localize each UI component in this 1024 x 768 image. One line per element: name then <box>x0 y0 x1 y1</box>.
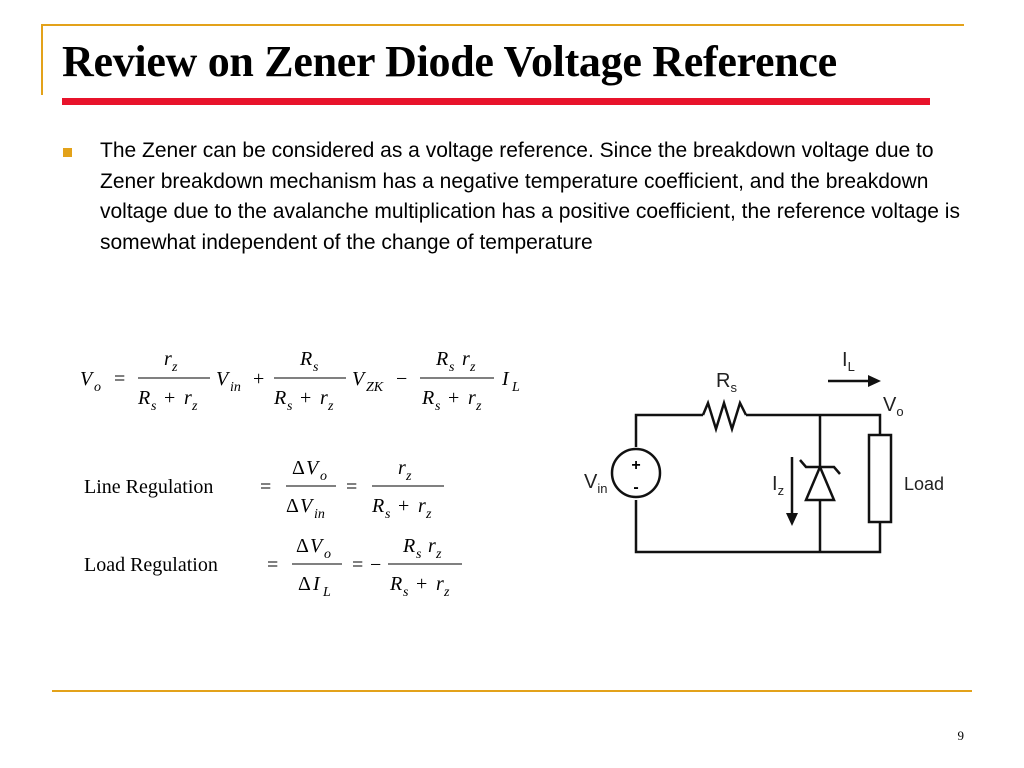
svg-text:z: z <box>435 547 442 562</box>
zener-diode-icon <box>799 459 841 502</box>
vo-label: Vo <box>883 394 904 419</box>
svg-text:R: R <box>137 387 150 409</box>
bullet-square-icon <box>63 148 72 157</box>
svg-text:z: z <box>469 360 476 375</box>
svg-text:o: o <box>320 469 327 484</box>
svg-text:r: r <box>468 387 476 409</box>
svg-text:z: z <box>191 399 198 414</box>
svg-text:Δ: Δ <box>286 495 299 517</box>
svg-text:=: = <box>267 554 278 576</box>
svg-text:−: − <box>396 368 407 390</box>
svg-text:=: = <box>114 368 125 390</box>
svg-text:+: + <box>448 387 459 409</box>
svg-text:r: r <box>418 495 426 517</box>
svg-text:s: s <box>385 507 391 522</box>
rs-label: Rs <box>716 370 737 395</box>
svg-text:+: + <box>416 573 427 595</box>
slide-title: Review on Zener Diode Voltage Reference <box>62 37 837 86</box>
svg-text:r: r <box>184 387 192 409</box>
svg-text:+: + <box>631 457 640 474</box>
svg-text:z: z <box>171 360 178 375</box>
svg-text:Δ: Δ <box>296 535 309 557</box>
svg-text:R: R <box>435 348 448 370</box>
output-voltage-equation: V o = r z R s + r z V in + R s R s + r z… <box>80 348 520 414</box>
svg-text:=: = <box>260 476 271 498</box>
svg-text:r: r <box>428 535 436 557</box>
left-frame-line <box>41 24 43 95</box>
equations-block: V o = r z R s + r z V in + R s R s + r z… <box>70 335 550 615</box>
svg-text:+: + <box>398 495 409 517</box>
load-regulation-equation: Load Regulation = Δ V o Δ I L = − R s r … <box>84 535 462 600</box>
svg-text:R: R <box>273 387 286 409</box>
svg-text:z: z <box>425 507 432 522</box>
svg-text:z: z <box>443 585 450 600</box>
load-regulation-label: Load Regulation <box>84 554 218 576</box>
svg-text:r: r <box>320 387 328 409</box>
svg-text:r: r <box>436 573 444 595</box>
svg-text:Δ: Δ <box>292 457 305 479</box>
svg-text:s: s <box>449 360 455 375</box>
svg-text:V: V <box>352 368 367 390</box>
svg-text:s: s <box>313 360 319 375</box>
svg-text:V: V <box>80 368 95 390</box>
svg-text:I: I <box>501 368 510 390</box>
svg-text:I: I <box>312 573 321 595</box>
load-box <box>867 433 893 524</box>
load-label: Load <box>904 474 944 494</box>
svg-text:s: s <box>403 585 409 600</box>
bullet-text: The Zener can be considered as a voltage… <box>100 139 960 255</box>
svg-text:s: s <box>151 399 157 414</box>
zener-circuit-diagram: + - Vin Rs IL Vo Iz Load <box>570 335 970 565</box>
bottom-rule-line <box>52 690 972 692</box>
svg-text:V: V <box>216 368 231 390</box>
svg-text:r: r <box>398 457 406 479</box>
resistor-rs <box>701 398 748 434</box>
line-regulation-equation: Line Regulation = Δ V o Δ V in = r z R s… <box>84 457 444 522</box>
svg-text:s: s <box>416 547 422 562</box>
svg-text:−: − <box>370 554 381 576</box>
svg-text:r: r <box>462 348 470 370</box>
page-number: 9 <box>957 728 965 743</box>
voltage-source-icon: + - <box>610 447 662 499</box>
svg-text:s: s <box>435 399 441 414</box>
svg-text:R: R <box>421 387 434 409</box>
svg-text:-: - <box>633 479 638 496</box>
svg-text:s: s <box>287 399 293 414</box>
iz-arrow-icon <box>786 457 798 526</box>
il-label: IL <box>842 349 855 374</box>
svg-text:R: R <box>402 535 415 557</box>
svg-text:in: in <box>314 507 325 522</box>
svg-text:ZK: ZK <box>366 380 384 395</box>
svg-text:r: r <box>164 348 172 370</box>
svg-text:in: in <box>230 380 241 395</box>
svg-text:z: z <box>405 469 412 484</box>
svg-text:=: = <box>346 476 357 498</box>
svg-text:o: o <box>94 380 101 395</box>
svg-text:L: L <box>322 585 331 600</box>
top-frame-line <box>41 24 964 26</box>
svg-text:z: z <box>327 399 334 414</box>
svg-text:R: R <box>389 573 402 595</box>
vin-label: Vin <box>584 471 607 496</box>
svg-text:V: V <box>300 495 315 517</box>
svg-text:V: V <box>310 535 325 557</box>
svg-text:L: L <box>511 380 520 395</box>
svg-text:V: V <box>306 457 321 479</box>
svg-text:z: z <box>475 399 482 414</box>
svg-text:Δ: Δ <box>298 573 311 595</box>
il-arrow-icon <box>828 375 881 387</box>
svg-text:R: R <box>299 348 312 370</box>
svg-text:+: + <box>164 387 175 409</box>
line-regulation-label: Line Regulation <box>84 476 213 498</box>
svg-text:R: R <box>371 495 384 517</box>
svg-text:+: + <box>300 387 311 409</box>
svg-text:o: o <box>324 547 331 562</box>
iz-label: Iz <box>772 473 784 498</box>
svg-text:=: = <box>352 554 363 576</box>
svg-text:+: + <box>253 368 264 390</box>
title-underline-bar <box>62 98 930 105</box>
